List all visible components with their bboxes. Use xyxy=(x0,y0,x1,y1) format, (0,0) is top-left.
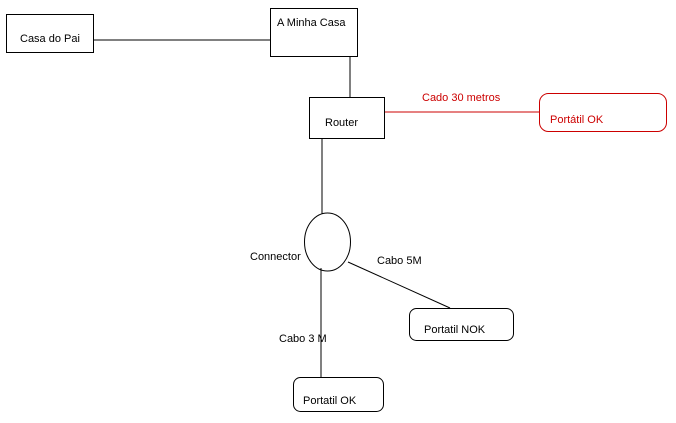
node-portatil-nok: Portatil NOK xyxy=(409,308,514,341)
edge-label-cabo-5m: Cabo 5M xyxy=(377,255,422,267)
node-router: Router xyxy=(309,97,385,139)
node-casa-do-pai: Casa do Pai xyxy=(6,14,94,53)
node-connector: Connector xyxy=(250,212,351,272)
node-router-label: Router xyxy=(325,117,358,129)
edge-label-cabo-3m: Cabo 3 M xyxy=(279,333,327,345)
node-portatil-ok: Portatil OK xyxy=(293,377,384,412)
node-casa-do-pai-box xyxy=(6,14,94,53)
edge-label-cado-30-metros: Cado 30 metros xyxy=(422,92,501,104)
node-connector-label: Connector xyxy=(250,251,301,263)
connections xyxy=(94,39,451,378)
node-connector-ellipse xyxy=(304,212,351,272)
node-portatil-nok-box xyxy=(409,308,514,341)
node-portatil-ok-red-box xyxy=(539,93,667,132)
node-casa-do-pai-label: Casa do Pai xyxy=(20,33,80,45)
node-portatil-ok-red: Portátil OK xyxy=(539,93,667,132)
node-a-minha-casa-label: A Minha Casa xyxy=(277,17,346,29)
edge-connector-to-portatil-nok xyxy=(347,261,451,309)
node-portatil-ok-box xyxy=(293,377,384,412)
node-portatil-nok-label: Portatil NOK xyxy=(424,324,486,336)
node-a-minha-casa: A Minha Casa xyxy=(270,8,358,57)
node-router-box xyxy=(309,97,385,139)
node-a-minha-casa-box xyxy=(270,8,358,57)
node-portatil-ok-red-label: Portátil OK xyxy=(550,114,604,126)
node-portatil-ok-label: Portatil OK xyxy=(303,395,357,407)
